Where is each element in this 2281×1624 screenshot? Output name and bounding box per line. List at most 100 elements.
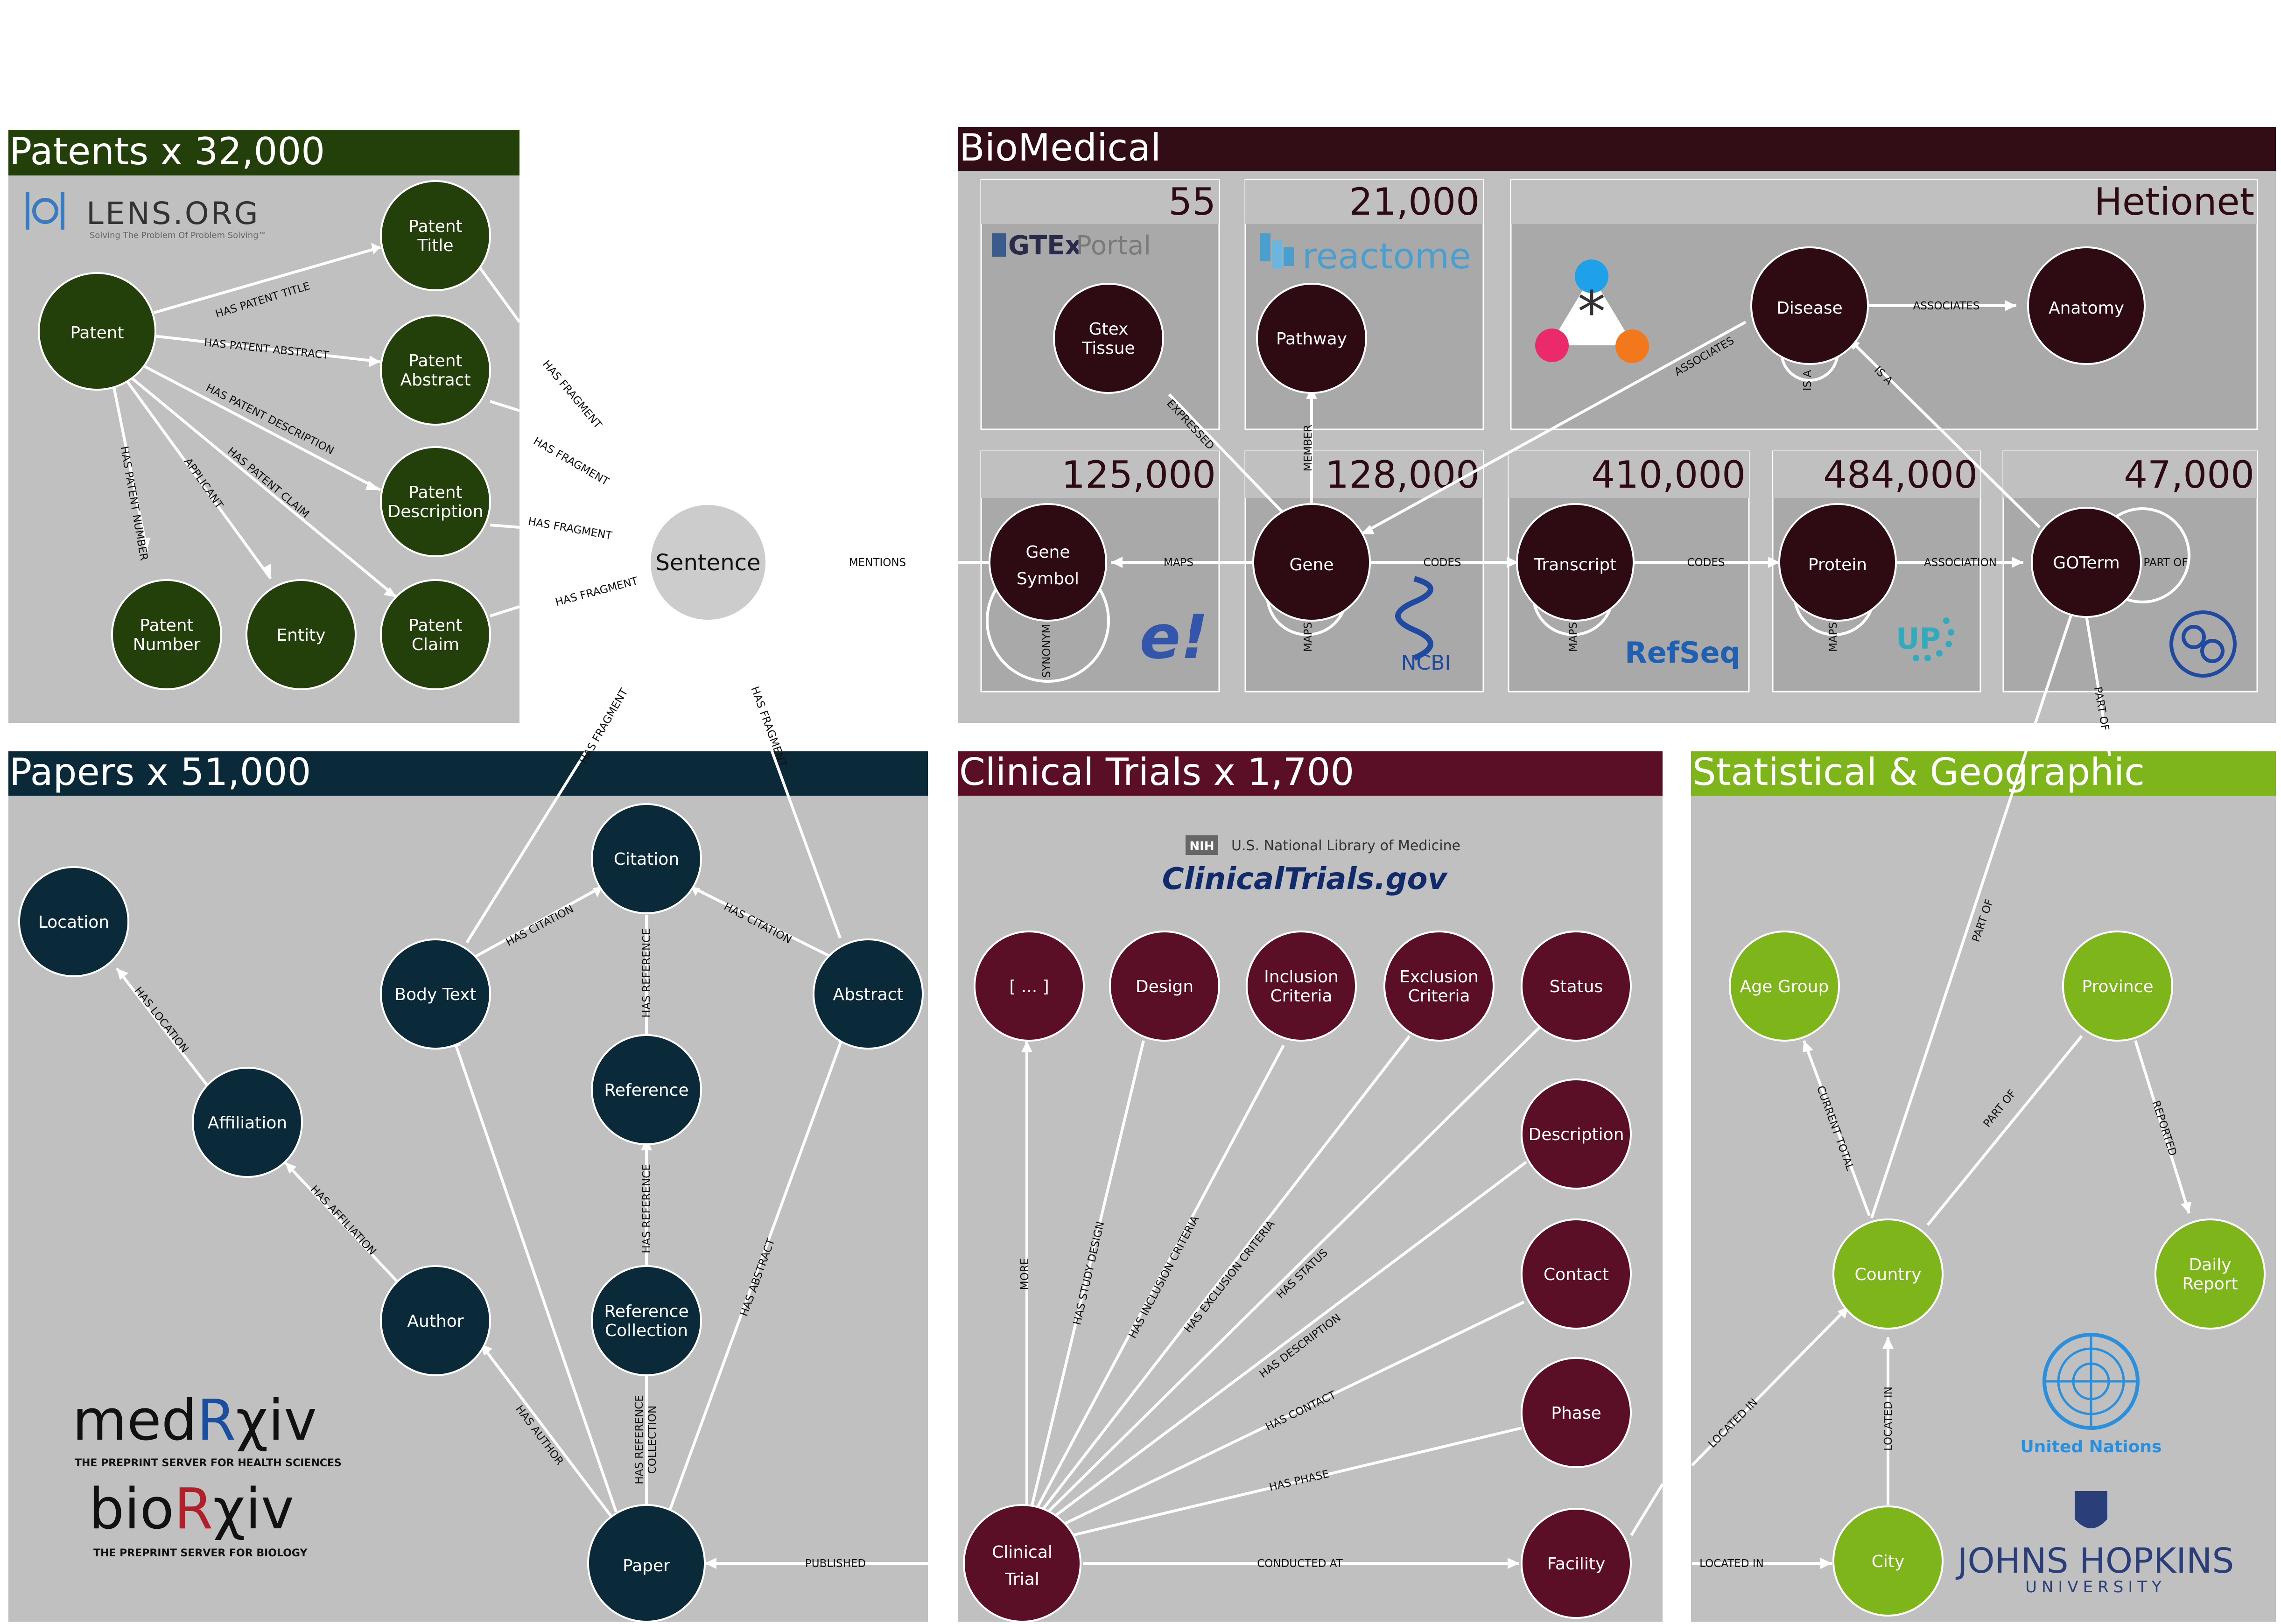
- edge-label: CODES: [1687, 557, 1725, 569]
- svg-text:Country: Country: [1854, 1265, 1921, 1284]
- svg-text:NIH: NIH: [1189, 840, 1214, 854]
- node-age-group[interactable]: Age Group: [1729, 931, 1840, 1042]
- edge-label: MORE: [1019, 1258, 1031, 1290]
- node-phase[interactable]: Phase: [1521, 1357, 1632, 1468]
- svg-text:Design: Design: [1136, 977, 1193, 996]
- clinical-title: Clinical Trials x 1,700: [959, 750, 1354, 794]
- node-country[interactable]: Country: [1832, 1218, 1944, 1330]
- node-abstract[interactable]: Abstract: [813, 938, 924, 1050]
- node-paper[interactable]: Paper: [587, 1504, 706, 1623]
- reactome-count: 21,000: [1349, 180, 1480, 224]
- svg-text:reactome: reactome: [1302, 235, 1471, 277]
- node-location[interactable]: Location: [18, 866, 129, 977]
- edge-label: MAPS: [1164, 557, 1193, 569]
- edge-label: HAS FRAGMENT: [531, 435, 611, 488]
- edge-label: MEMBER: [1302, 425, 1314, 472]
- node-contact[interactable]: Contact: [1521, 1218, 1632, 1330]
- node-patent-description[interactable]: Patent Description: [380, 446, 491, 557]
- svg-text:RefSeq: RefSeq: [1625, 636, 1741, 670]
- svg-text:Facility: Facility: [1547, 1554, 1606, 1574]
- node-patent[interactable]: Patent: [38, 272, 156, 391]
- svg-text:Trial: Trial: [1004, 1570, 1039, 1589]
- svg-text:Age Group: Age Group: [1740, 977, 1829, 996]
- svg-text:Claim: Claim: [412, 635, 459, 654]
- protein-count: 484,000: [1823, 453, 1978, 497]
- node-ellipsis[interactable]: [ ... ]: [974, 931, 1085, 1042]
- node-sentence[interactable]: Sentence: [649, 503, 767, 622]
- svg-text:Collection: Collection: [605, 1321, 688, 1340]
- node-goterm[interactable]: GOTerm: [2031, 507, 2142, 618]
- node-clinical-trial[interactable]: Clinical Trial: [963, 1504, 1081, 1623]
- svg-text:City: City: [1872, 1552, 1905, 1571]
- node-gene-symbol[interactable]: Gene Symbol: [989, 503, 1107, 622]
- svg-text:Criteria: Criteria: [1270, 987, 1332, 1006]
- svg-text:Patent: Patent: [408, 217, 462, 236]
- node-province[interactable]: Province: [2062, 931, 2173, 1042]
- svg-text:Author: Author: [407, 1312, 463, 1331]
- svg-text:Province: Province: [2082, 977, 2153, 996]
- lens-logo: LENS.ORG Solving The Problem Of Problem …: [26, 192, 267, 240]
- node-body-text[interactable]: Body Text: [380, 938, 491, 1050]
- refseq-logo: RefSeq: [1625, 636, 1741, 670]
- edge-label: LOCATED IN: [1882, 1386, 1895, 1451]
- node-reference[interactable]: Reference: [591, 1034, 702, 1145]
- node-author[interactable]: Author: [380, 1265, 491, 1376]
- svg-text:Reference: Reference: [604, 1302, 688, 1321]
- stats-title: Statistical & Geographic: [1692, 750, 2145, 794]
- svg-text:Abstract: Abstract: [400, 371, 470, 390]
- svg-text:NCBI: NCBI: [1401, 651, 1451, 675]
- node-facility[interactable]: Facility: [1521, 1508, 1632, 1619]
- node-inclusion-criteria[interactable]: Inclusion Criteria: [1246, 931, 1357, 1042]
- svg-text:Portal: Portal: [1076, 231, 1151, 261]
- svg-text:Phase: Phase: [1551, 1404, 1601, 1423]
- svg-text:Patent: Patent: [140, 616, 193, 635]
- node-anatomy[interactable]: Anatomy: [2027, 246, 2146, 365]
- svg-text:Transcript: Transcript: [1534, 555, 1617, 574]
- node-patent-number[interactable]: Patent Number: [111, 579, 222, 690]
- edge-label: ASSOCIATES: [1913, 300, 1979, 312]
- svg-text:Gene: Gene: [1289, 555, 1334, 574]
- node-patent-abstract[interactable]: Patent Abstract: [380, 315, 491, 426]
- node-patent-claim[interactable]: Patent Claim: [380, 579, 491, 690]
- node-transcript[interactable]: Transcript: [1516, 503, 1635, 622]
- node-reference-collection[interactable]: Reference Collection: [591, 1265, 702, 1376]
- node-patent-title[interactable]: Patent Title: [380, 180, 491, 291]
- svg-text:Entity: Entity: [276, 626, 325, 645]
- svg-text:bioRχiv: bioRχiv: [89, 1477, 294, 1542]
- svg-text:Location: Location: [38, 913, 109, 932]
- node-entity[interactable]: Entity: [246, 579, 357, 690]
- edge-label: HAS FRAGMENT: [554, 575, 639, 609]
- svg-text:UNIVERSITY: UNIVERSITY: [2025, 1578, 2166, 1596]
- clinical-header: [958, 751, 1663, 796]
- node-citation[interactable]: Citation: [591, 803, 702, 914]
- svg-text:Contact: Contact: [1544, 1265, 1609, 1284]
- node-exclusion-criteria[interactable]: Exclusion Criteria: [1383, 931, 1495, 1042]
- edge-label: CODES: [1423, 557, 1461, 569]
- svg-text:Patent: Patent: [408, 616, 462, 635]
- node-design[interactable]: Design: [1109, 931, 1220, 1042]
- edge-label: HAS REFERENCE: [633, 1395, 646, 1484]
- node-pathway[interactable]: Pathway: [1256, 283, 1367, 394]
- united-nations-logo: United Nations: [2021, 1333, 2162, 1456]
- edge-label: SYNONYM: [1041, 624, 1053, 678]
- gene-symbol-count: 125,000: [1061, 453, 1216, 497]
- svg-text:Criteria: Criteria: [1408, 987, 1470, 1006]
- node-description[interactable]: Description: [1521, 1078, 1632, 1190]
- svg-text:Tissue: Tissue: [1081, 339, 1135, 358]
- edge-label: HAS FRAGMENT: [540, 358, 604, 431]
- svg-text:Gene: Gene: [1025, 543, 1070, 562]
- biomedical-header: [958, 127, 2276, 171]
- node-protein[interactable]: Protein: [1778, 503, 1897, 622]
- svg-text:Symbol: Symbol: [1017, 569, 1079, 588]
- node-affiliation[interactable]: Affiliation: [192, 1067, 303, 1178]
- node-status[interactable]: Status: [1521, 931, 1632, 1042]
- svg-text:THE PREPRINT SERVER FOR BIOLOG: THE PREPRINT SERVER FOR BIOLOGY: [93, 1547, 308, 1559]
- node-city[interactable]: City: [1832, 1505, 1944, 1617]
- hetionet-label: Hetionet: [2094, 180, 2254, 224]
- node-gtex-tissue[interactable]: Gtex Tissue: [1053, 283, 1164, 394]
- node-daily-report[interactable]: Daily Report: [2155, 1218, 2266, 1330]
- svg-text:Report: Report: [2182, 1274, 2238, 1294]
- node-disease[interactable]: Disease: [1750, 246, 1869, 365]
- node-gene[interactable]: Gene: [1252, 503, 1371, 622]
